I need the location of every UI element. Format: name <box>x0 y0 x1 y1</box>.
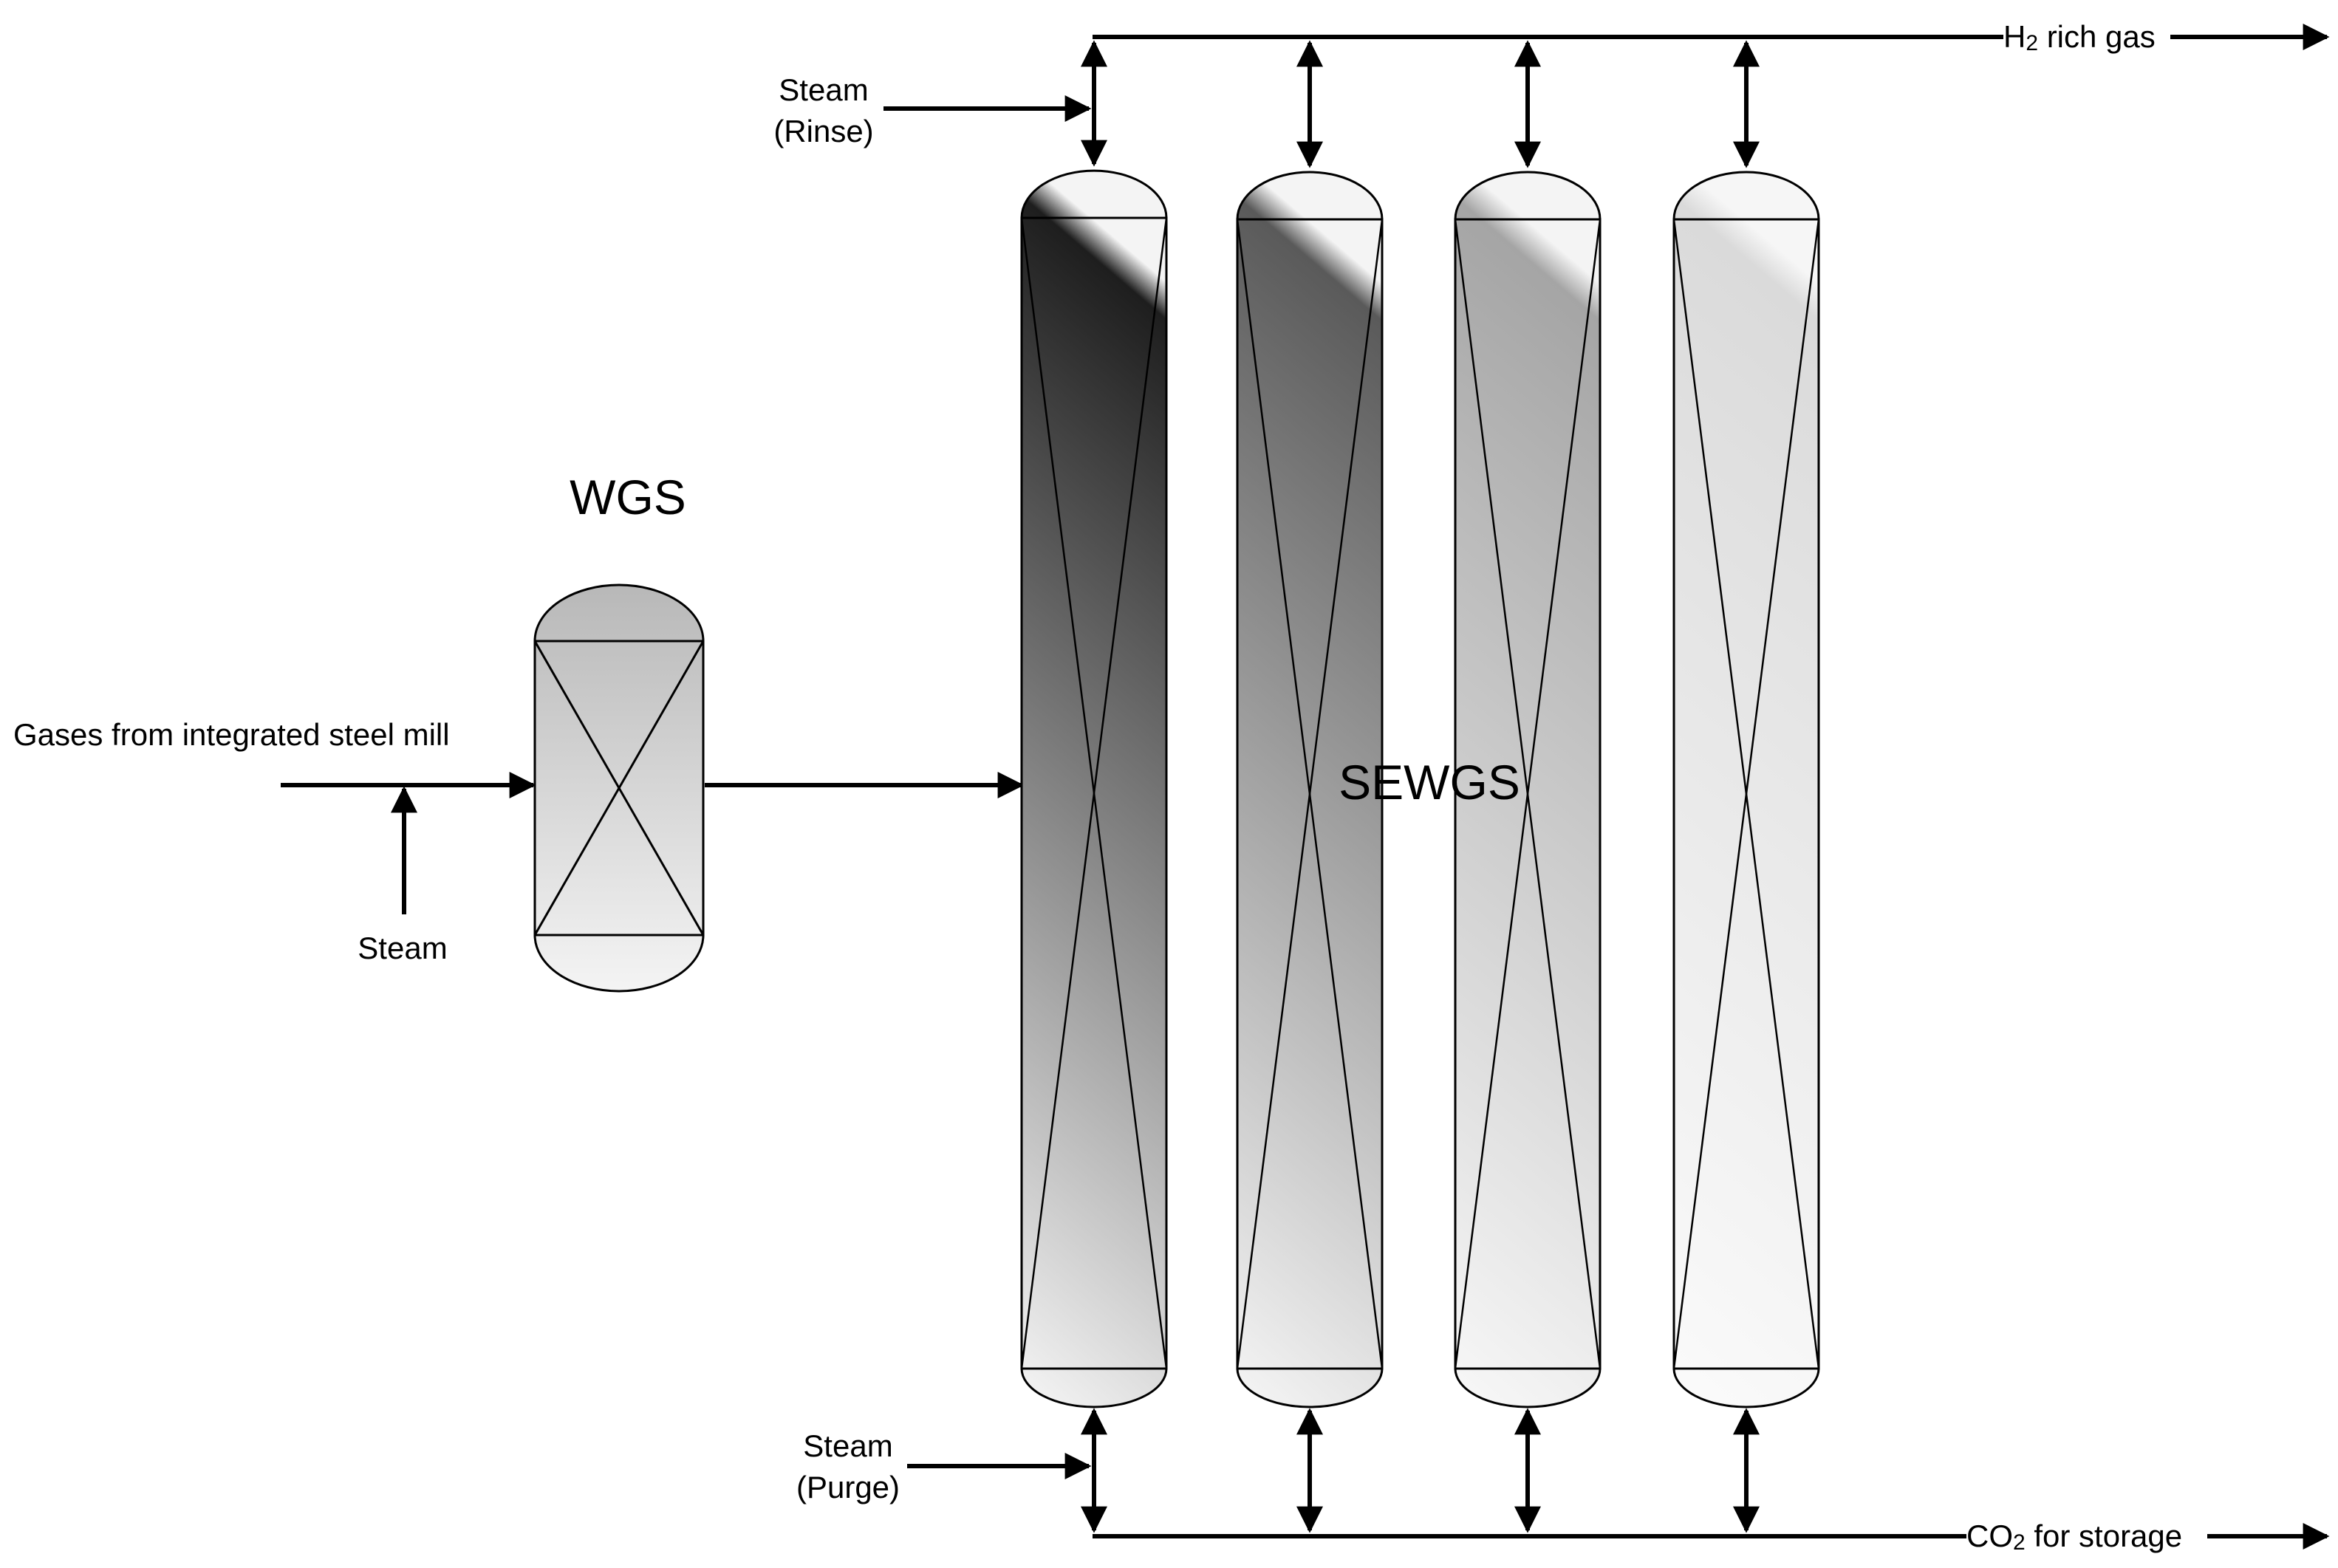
steam-rinse-label-2: (Rinse) <box>773 114 873 148</box>
top-connectors <box>1081 40 1760 168</box>
sewgs-label: SEWGS <box>1339 755 1520 809</box>
wgs-reactor <box>533 583 705 993</box>
sewgs-column-1 <box>1020 169 1168 1408</box>
h2-rich-gas-label: H2 rich gas <box>2003 19 2156 55</box>
feed-steam-label: Steam <box>358 931 447 965</box>
co2-storage-label: CO2 for storage <box>1966 1519 2182 1555</box>
steam-purge-label-1: Steam <box>803 1428 892 1463</box>
steam-rinse-label-1: Steam <box>779 72 868 107</box>
sewgs-column-3 <box>1454 171 1602 1408</box>
sewgs-column-2 <box>1236 171 1384 1408</box>
feed-gas-label: Gases from integrated steel mill <box>13 717 450 752</box>
steam-purge-label-2: (Purge) <box>796 1470 900 1504</box>
wgs-label: WGS <box>570 470 686 524</box>
bottom-connectors <box>1081 1408 1760 1533</box>
sewgs-column-4 <box>1672 171 1820 1408</box>
